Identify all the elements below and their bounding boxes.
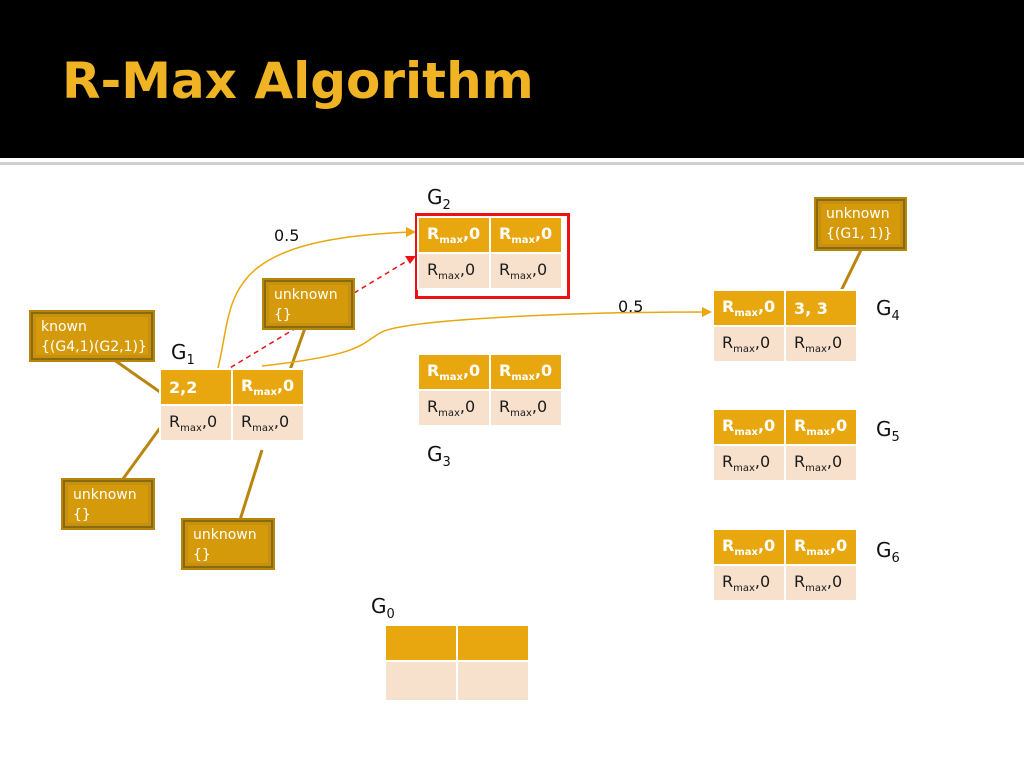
- g6-label: G6: [876, 538, 900, 566]
- g3-label: G3: [427, 442, 451, 470]
- prob-to-g2: 0.5: [274, 226, 300, 245]
- grid-g4: Rmax,0 3, 3 Rmax,0 Rmax,0: [712, 289, 858, 363]
- cell: Rmax,0: [712, 289, 786, 327]
- callout-known-line2: {(G4,1)(G2,1)}: [41, 339, 147, 355]
- callout-unknown-left-line1: unknown: [73, 487, 137, 503]
- cell: Rmax,0: [784, 325, 858, 363]
- callout-unknown-g4: unknown {(G1, 1)}: [816, 199, 905, 249]
- g2-label: G2: [427, 185, 451, 213]
- cell: 3, 3: [784, 289, 858, 327]
- callout-unknown-top-line1: unknown: [274, 287, 338, 303]
- title-divider: [0, 162, 1024, 165]
- g5-label: G5: [876, 417, 900, 445]
- pointer-unknown-top: [288, 327, 307, 371]
- grid-g5: Rmax,0 Rmax,0 Rmax,0 Rmax,0: [712, 408, 858, 482]
- grid-g1: 2,2 Rmax,0 Rmax,0 Rmax,0: [159, 368, 305, 442]
- grid-g6: Rmax,0 Rmax,0 Rmax,0 Rmax,0: [712, 528, 858, 602]
- grid-g3: Rmax,0 Rmax,0 Rmax,0 Rmax,0: [417, 353, 563, 427]
- cell: Rmax,0: [231, 368, 305, 406]
- callout-unknown-top-line2: {}: [274, 307, 292, 323]
- cell: Rmax,0: [784, 408, 858, 446]
- cell: Rmax,0: [784, 444, 858, 482]
- g0-label: G0: [371, 594, 395, 622]
- arrow-dashed-head: [405, 256, 416, 264]
- cell: Rmax,0: [712, 444, 786, 482]
- callout-known: known {(G4,1)(G2,1)}: [31, 312, 153, 360]
- prob-to-g4: 0.5: [618, 297, 644, 316]
- cell: Rmax,0: [712, 408, 786, 446]
- grid-g0: [384, 624, 530, 702]
- cell: Rmax,0: [784, 528, 858, 566]
- callout-unknown-g4-line2: {(G1, 1)}: [826, 226, 893, 242]
- cell: Rmax,0: [489, 389, 563, 427]
- cell: [456, 624, 530, 662]
- callout-unknown-bottom-line2: {}: [193, 547, 211, 563]
- cell: Rmax,0: [159, 404, 233, 442]
- cell: Rmax,0: [489, 353, 563, 391]
- arrow-to-g4: [261, 311, 707, 367]
- cell: Rmax,0: [489, 252, 563, 290]
- pointer-known: [109, 355, 161, 394]
- grid-g2: Rmax,0 Rmax,0 Rmax,0 Rmax,0: [417, 216, 563, 290]
- cell: [384, 624, 458, 662]
- title-bar: [0, 0, 1024, 158]
- pointer-unknown-left: [118, 427, 162, 484]
- cell: Rmax,0: [417, 353, 491, 391]
- cell: Rmax,0: [712, 528, 786, 566]
- cell: [384, 660, 458, 702]
- callout-unknown-bottom-line1: unknown: [193, 527, 257, 543]
- callout-unknown-bottom: unknown {}: [183, 520, 273, 568]
- g2-highlight: [415, 213, 570, 299]
- cell: Rmax,0: [712, 325, 786, 363]
- g4-label: G4: [876, 296, 900, 324]
- cell: Rmax,0: [417, 389, 491, 427]
- cell: Rmax,0: [417, 252, 491, 290]
- pointer-unknown-g4: [838, 247, 864, 294]
- cell: [456, 660, 530, 702]
- cell: Rmax,0: [231, 404, 305, 442]
- cell: Rmax,0: [784, 564, 858, 602]
- callout-known-line1: known: [41, 319, 87, 335]
- g1-label: G1: [171, 340, 195, 368]
- arrow-to-g4-head: [702, 307, 712, 317]
- cell: Rmax,0: [712, 564, 786, 602]
- cell: Rmax,0: [489, 216, 563, 254]
- cell: Rmax,0: [417, 216, 491, 254]
- callout-unknown-g4-line1: unknown: [826, 206, 890, 222]
- callout-unknown-top: unknown {}: [264, 280, 353, 328]
- arrow-to-g2-head: [406, 227, 416, 237]
- arrow-to-g2: [217, 231, 411, 369]
- pointer-unknown-bottom: [238, 449, 264, 521]
- callout-unknown-left: unknown {}: [63, 480, 153, 528]
- slide-title: R-Max Algorithm: [62, 52, 534, 110]
- callout-unknown-left-line2: {}: [73, 507, 91, 523]
- cell: 2,2: [159, 368, 233, 406]
